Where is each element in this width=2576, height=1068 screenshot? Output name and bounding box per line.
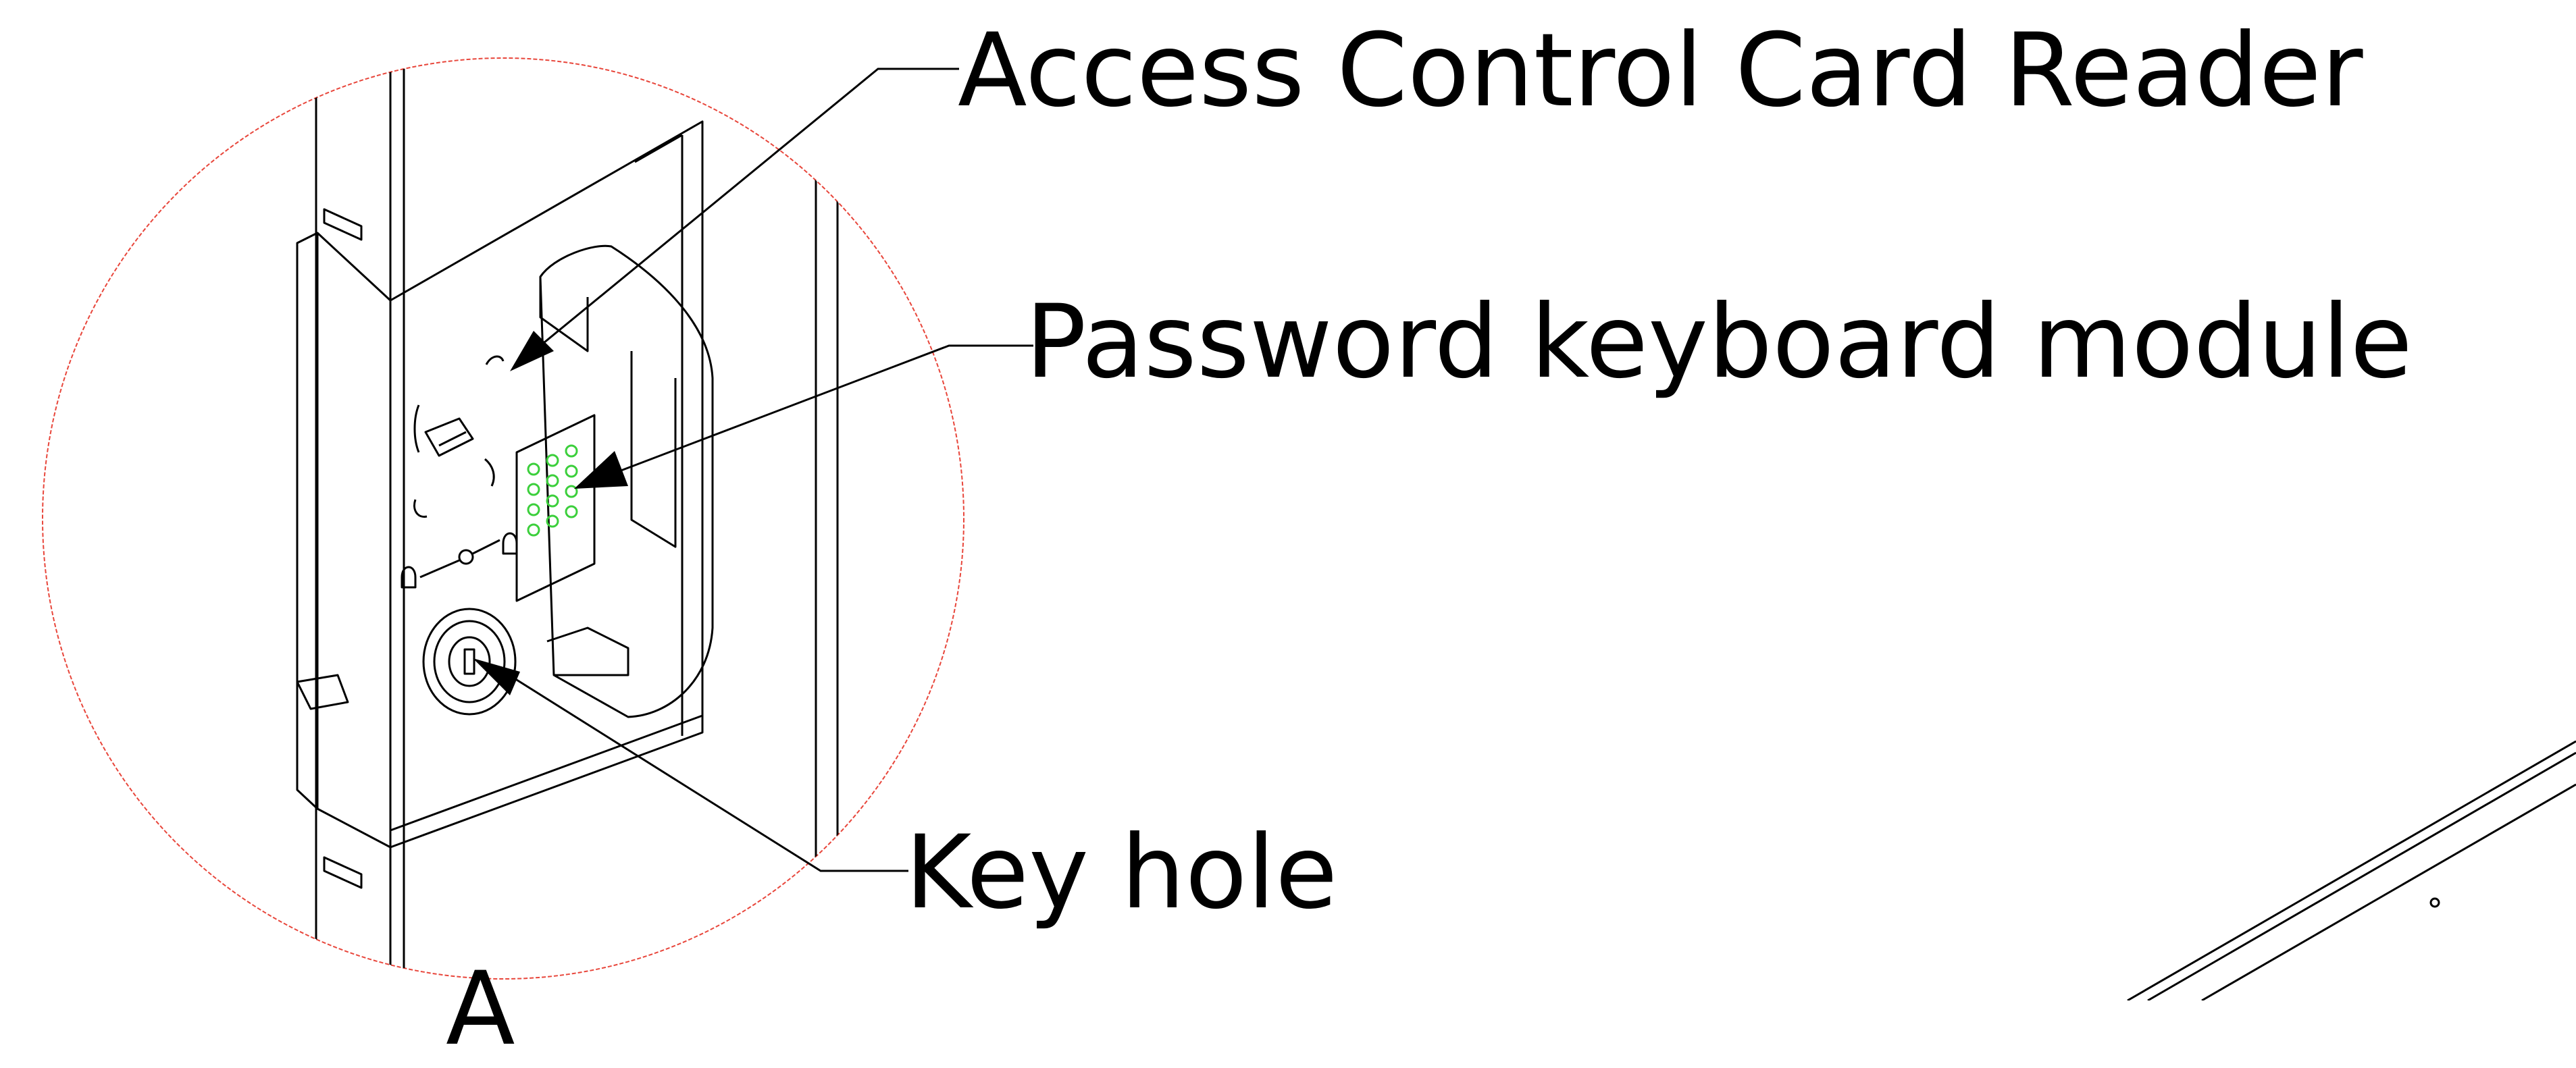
cabinet-partial-view	[2127, 740, 2576, 1000]
keypad-led	[565, 464, 578, 478]
arrow-key-hole	[473, 658, 520, 695]
keypad-leds	[527, 444, 578, 537]
label-password-keyboard: Password keyboard module	[1025, 284, 2413, 401]
keypad-led	[565, 485, 578, 498]
leader-lines	[492, 68, 1033, 872]
keypad-led	[527, 462, 540, 476]
keypad-led	[527, 523, 540, 537]
leader-card-reader	[540, 68, 959, 347]
detail-circle	[42, 57, 964, 980]
keypad-led	[565, 505, 578, 518]
keypad-led	[546, 474, 559, 487]
keypad-led	[546, 494, 559, 508]
diagram-canvas	[42, 57, 2576, 1000]
arrowheads	[473, 331, 628, 695]
keypad-led	[527, 503, 540, 516]
cabinet-door-detail	[296, 58, 839, 979]
keypad-led	[546, 454, 559, 467]
label-card-reader: Access Control Card Reader	[958, 12, 2363, 130]
label-view-letter: A	[446, 951, 515, 1068]
keypad-led	[527, 483, 540, 496]
arrow-card-reader	[510, 331, 554, 371]
keypad-led	[565, 444, 578, 458]
leader-password-keyboard	[594, 344, 1033, 482]
keypad-led	[546, 514, 559, 528]
leader-key-hole	[492, 664, 908, 872]
arrow-password-keyboard	[574, 451, 628, 489]
label-key-hole: Key hole	[905, 814, 1338, 932]
